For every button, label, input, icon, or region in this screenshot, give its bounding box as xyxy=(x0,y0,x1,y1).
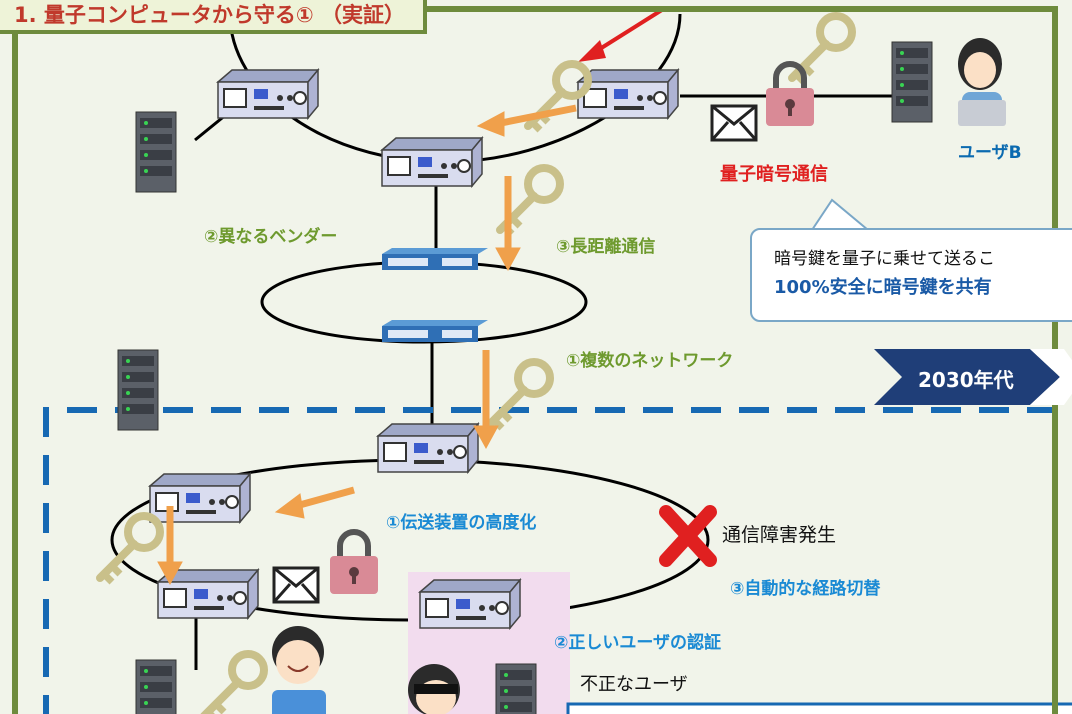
user-a-icon xyxy=(272,626,326,714)
long-distance-label: ③長距離通信 xyxy=(556,237,656,257)
user-auth-label: ②正しいユーザの認証 xyxy=(554,633,722,653)
unauthorized-user-label: 不正なユーザ xyxy=(580,674,688,695)
era-chevron: 2030年代 xyxy=(874,349,1072,405)
failure-label: 通信障害発生 xyxy=(722,524,837,546)
diagram-title: 1. 量子コンピュータから守る① （実証） xyxy=(14,3,405,27)
title-box: 1. 量子コンピュータから守る① （実証） xyxy=(0,0,427,34)
callout-line-2: 100%安全に暗号鍵を共有 xyxy=(774,277,992,298)
callout-box: 暗号鍵を量子に乗せて送るこ 100%安全に暗号鍵を共有 xyxy=(750,228,1072,322)
arrow-icon-1 xyxy=(495,104,577,128)
transmission-upgrade-label: ①伝送装置の高度化 xyxy=(386,513,537,533)
orange-arrows xyxy=(157,104,577,586)
red-arrow-line xyxy=(593,6,667,54)
quantum-crypto-label: 量子暗号通信 xyxy=(720,164,828,185)
thief-icon xyxy=(408,664,460,714)
user-b-label: ユーザB xyxy=(958,143,1022,163)
bottom-box-edge xyxy=(566,702,1072,714)
arrow-icon-4 xyxy=(295,486,355,510)
user-b-icon xyxy=(958,38,1006,126)
auto-route-switch-label: ③自動的な経路切替 xyxy=(730,579,881,599)
callout-line-1: 暗号鍵を量子に乗せて送るこ xyxy=(774,249,995,269)
red-arrow-head xyxy=(578,40,606,62)
dashed-region-border xyxy=(43,407,1072,714)
multiple-networks-label: ①複数のネットワーク xyxy=(566,351,734,371)
era-label: 2030年代 xyxy=(918,368,1014,392)
different-vendors-label: ②異なるベンダー xyxy=(204,227,338,247)
failure-x-icon xyxy=(659,505,717,567)
